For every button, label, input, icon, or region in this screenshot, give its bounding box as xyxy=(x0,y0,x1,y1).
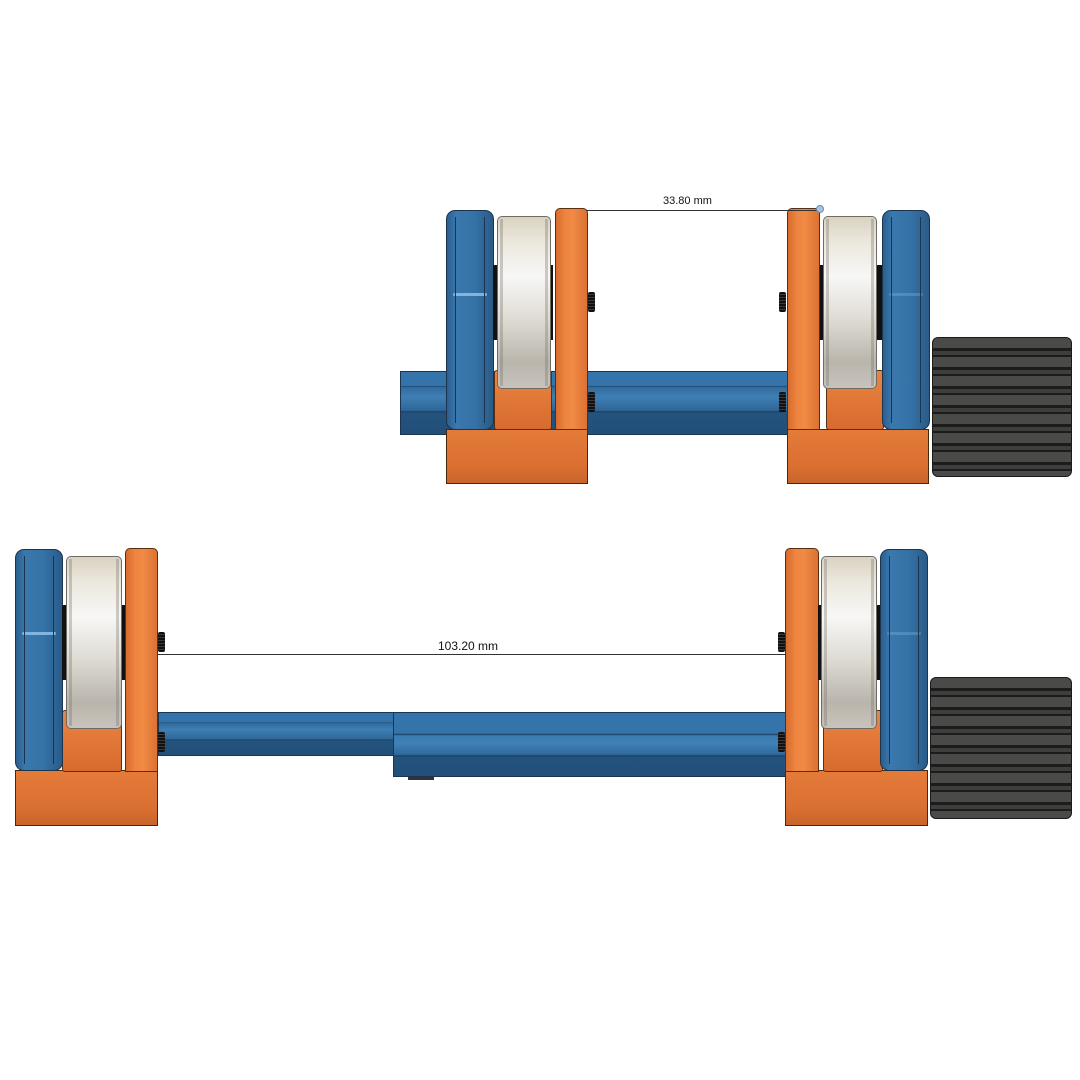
left-upper-screw-icon xyxy=(588,292,595,312)
dimension-label: 103.20 mm xyxy=(438,639,499,653)
rail-inner xyxy=(158,712,398,756)
left-bearing xyxy=(66,556,122,729)
right-upright-plate xyxy=(787,208,820,430)
right-upper-screw-icon xyxy=(778,632,785,652)
dimension-endpoint-icon[interactable] xyxy=(816,205,824,213)
dimension-line xyxy=(586,210,820,211)
dimension-label: 33.80 mm xyxy=(663,195,712,207)
right-upright-plate xyxy=(785,548,819,772)
adjustment-knob-icon[interactable] xyxy=(930,677,1072,819)
left-bearing xyxy=(497,216,551,389)
left-lower-screw-icon xyxy=(588,392,595,412)
right-blue-wheel xyxy=(882,210,930,430)
adjustment-knob-icon[interactable] xyxy=(932,337,1072,477)
left-base-block xyxy=(15,770,158,826)
right-base-block xyxy=(785,770,928,826)
right-bearing xyxy=(821,556,877,729)
right-upper-screw-icon xyxy=(779,292,786,312)
right-blue-wheel xyxy=(880,549,928,771)
rail-clip xyxy=(408,777,434,780)
left-upper-screw-icon xyxy=(158,632,165,652)
right-lower-screw-icon xyxy=(778,732,785,752)
left-base-block xyxy=(446,429,588,484)
right-bearing xyxy=(823,216,877,389)
left-lower-screw-icon xyxy=(158,732,165,752)
rail-outer-sleeve xyxy=(393,712,786,777)
left-upright-plate xyxy=(125,548,158,772)
right-base-block xyxy=(787,429,929,484)
dimension-line xyxy=(158,654,786,655)
assembly-retracted: 33.80 mm xyxy=(0,0,1080,520)
left-upright-plate xyxy=(555,208,588,430)
left-blue-wheel xyxy=(15,549,63,771)
left-blue-wheel xyxy=(446,210,494,430)
right-lower-screw-icon xyxy=(779,392,786,412)
assembly-extended: 103.20 mm xyxy=(0,520,1080,1080)
